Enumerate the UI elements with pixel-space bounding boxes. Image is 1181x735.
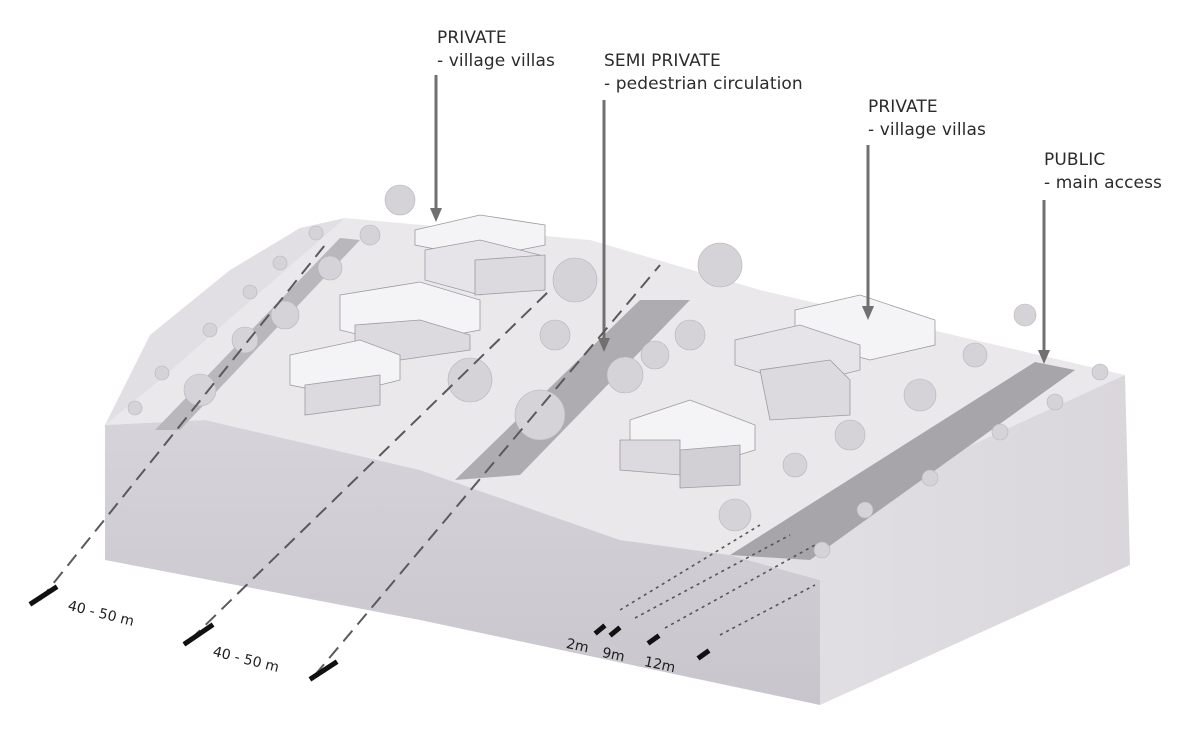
buildings (289, 214, 936, 489)
tree (697, 242, 743, 288)
zone-arrows (430, 75, 1050, 364)
tree (606, 356, 644, 394)
terrain-front-face (105, 420, 820, 705)
tree (856, 501, 874, 519)
tree (782, 452, 808, 478)
dimension-ticks (28, 584, 711, 682)
tree (718, 498, 752, 532)
tree (202, 322, 218, 338)
tick (696, 648, 711, 661)
tick (608, 625, 622, 638)
terrain-side-face (730, 375, 1130, 705)
tree (962, 342, 988, 368)
tick (308, 659, 339, 682)
tree (1046, 393, 1064, 411)
zone-title: PRIVATE (437, 28, 507, 48)
zone-subtitle: - main access (1044, 173, 1163, 193)
arrowhead-icon (430, 208, 442, 222)
tree (1091, 363, 1109, 381)
trees (127, 184, 1109, 559)
zone-subtitle: - pedestrian circulation (604, 74, 803, 94)
zone-title: PRIVATE (868, 97, 938, 117)
villa-cluster-5 (619, 399, 756, 489)
tree (447, 357, 493, 403)
tick (182, 622, 215, 647)
dim-line-12m (664, 544, 816, 629)
tree (921, 469, 939, 487)
dimension-lines (39, 244, 661, 676)
tick (646, 633, 661, 646)
villa-cluster-4 (734, 294, 936, 421)
tick (593, 623, 607, 636)
zone-label-private-2: PRIVATE - village villas (868, 96, 986, 142)
tree (317, 255, 343, 281)
tree (384, 184, 416, 216)
tree (834, 419, 866, 451)
zone-subtitle: - village villas (437, 51, 555, 71)
public-road (730, 362, 1075, 560)
dimension-lines-dotted (619, 524, 816, 636)
dim-line-9m (634, 534, 791, 619)
tree (640, 340, 670, 370)
tree (127, 400, 143, 416)
dim-line-left-a (39, 244, 326, 601)
tree (674, 319, 706, 351)
zone-title: PUBLIC (1044, 150, 1106, 170)
tree (154, 365, 170, 381)
dim-line-left-c (314, 264, 661, 676)
tree (539, 319, 571, 351)
zone-label-semi-private: SEMI PRIVATE - pedestrian circulation (604, 50, 803, 96)
arrowhead-icon (1038, 350, 1050, 364)
tick (28, 584, 59, 607)
tree (272, 255, 288, 271)
zone-title: SEMI PRIVATE (604, 51, 721, 71)
villa-cluster-3 (289, 339, 401, 416)
tree (183, 373, 217, 407)
zone-label-public: PUBLIC - main access (1044, 149, 1162, 195)
villa-cluster-1 (414, 214, 546, 296)
tree (514, 389, 566, 441)
tree (1013, 303, 1037, 327)
arrowhead-icon (598, 338, 610, 352)
tree (242, 284, 258, 300)
dim-line-left-b (189, 289, 551, 641)
tree (308, 225, 324, 241)
zone-subtitle: - village villas (868, 120, 986, 140)
tree (552, 257, 598, 303)
tree (991, 423, 1009, 441)
zone-label-private-1: PRIVATE - village villas (437, 27, 555, 73)
pedestrian-spine (455, 300, 690, 480)
arrowhead-icon (862, 306, 874, 320)
tree (231, 326, 259, 354)
tree (813, 541, 831, 559)
tree (359, 224, 381, 246)
tree (270, 300, 300, 330)
tree (903, 378, 937, 412)
